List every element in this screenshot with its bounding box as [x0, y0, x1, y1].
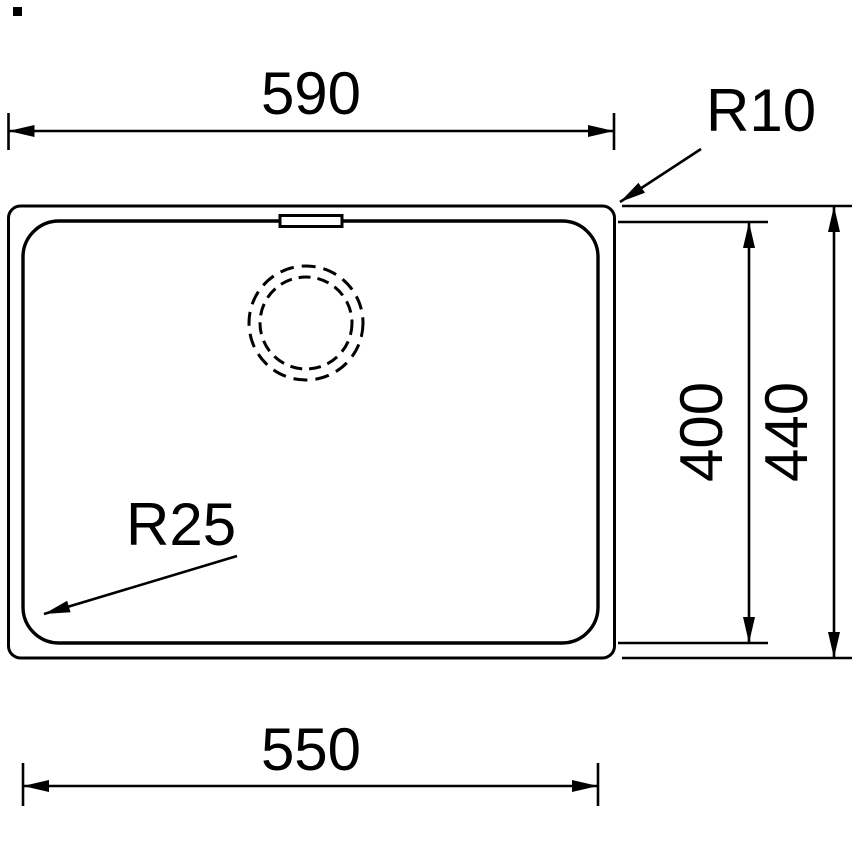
overflow-notch — [278, 214, 344, 228]
sink-outer-rim — [7, 204, 616, 660]
dim-inner-radius-label: R25 — [126, 491, 236, 558]
leader-outer-radius — [619, 147, 702, 204]
drain-outer-circle — [247, 264, 365, 382]
dim-outer-height — [622, 204, 852, 660]
leader-inner-radius — [43, 554, 238, 616]
dim-inner-width-label: 550 — [261, 716, 361, 783]
drain-inner-circle — [258, 275, 354, 371]
corner-artifact — [13, 7, 22, 16]
dim-inner-height — [618, 220, 768, 645]
dim-outer-radius-label: R10 — [706, 77, 816, 144]
dim-outer-width — [7, 113, 616, 150]
dim-inner-width — [21, 763, 600, 806]
dim-inner-height-label: 400 — [668, 382, 735, 482]
dim-outer-height-label: 440 — [753, 382, 820, 482]
sink-bowl — [21, 219, 600, 645]
dim-outer-width-label: 590 — [261, 60, 361, 127]
